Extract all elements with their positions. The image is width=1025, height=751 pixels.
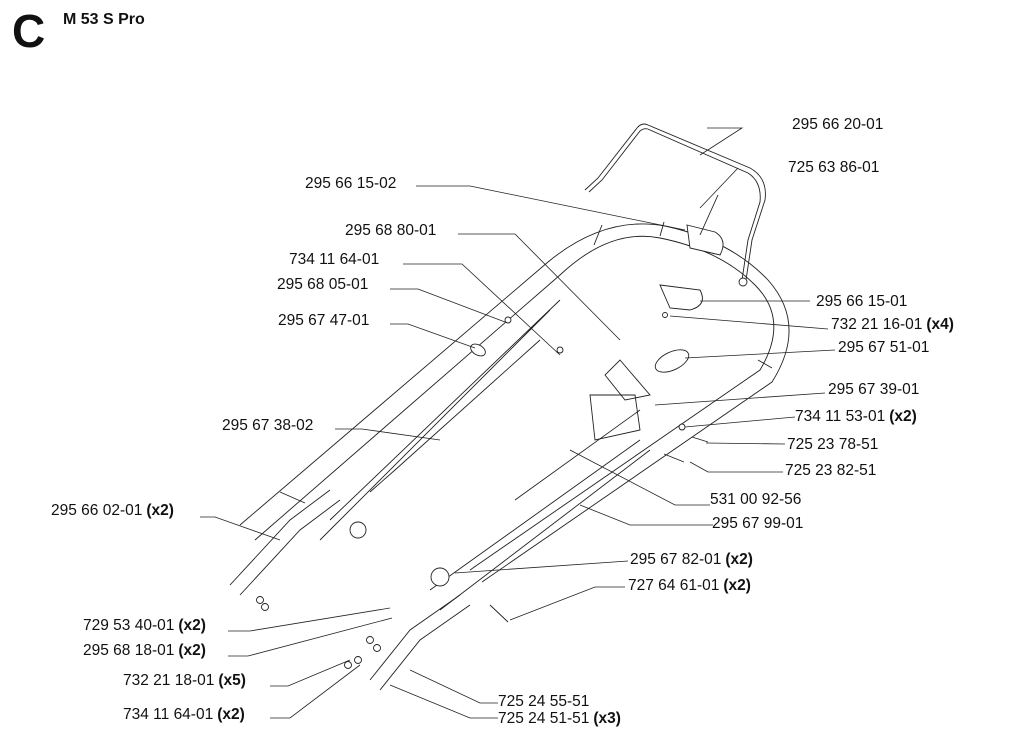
bolt-part xyxy=(279,491,306,504)
part-label: 295 67 38-02 xyxy=(222,417,314,434)
part-label: 295 67 51-01 xyxy=(838,339,930,356)
part-label: 725 24 51-51(x3) xyxy=(498,710,621,727)
part-label: 732 21 16-01(x4) xyxy=(831,316,954,333)
part-label: 734 11 64-01 xyxy=(289,251,380,268)
part-label: 531 00 92-56 xyxy=(710,491,802,508)
part-label: 295 67 39-01 xyxy=(828,381,920,398)
part-label: 734 11 53-01(x2) xyxy=(795,408,917,425)
part-label: 295 66 15-02 xyxy=(305,175,397,192)
part-label: 725 24 55-51 xyxy=(498,693,590,710)
part-label: 295 66 15-01 xyxy=(816,293,908,310)
clip-part xyxy=(470,343,486,357)
lower-tubes xyxy=(229,299,651,691)
cover-lower xyxy=(659,284,703,311)
part-label: 295 67 99-01 xyxy=(712,515,804,532)
part-label: 734 11 64-01(x2) xyxy=(123,706,245,723)
cover-upper xyxy=(686,224,724,256)
part-label: 727 64 61-01(x2) xyxy=(628,577,751,594)
part-label: 295 68 80-01 xyxy=(345,222,437,239)
section-letter: C xyxy=(12,5,46,57)
knob-part xyxy=(349,521,367,539)
part-label: 295 67 47-01 xyxy=(278,312,370,329)
part-label: 295 66 02-01(x2) xyxy=(51,502,174,519)
part-label: 295 68 05-01 xyxy=(277,276,369,293)
part-label: 295 67 82-01(x2) xyxy=(630,551,753,568)
model-title: M 53 S Pro xyxy=(63,11,145,28)
part-label: 295 68 18-01(x2) xyxy=(83,642,206,659)
control-part xyxy=(589,394,641,441)
cable-part xyxy=(369,339,641,501)
knob-part xyxy=(430,567,450,587)
bail-bar xyxy=(584,123,766,287)
lever-bracket xyxy=(604,359,651,401)
part-label: 729 53 40-01(x2) xyxy=(83,617,206,634)
part-label: 732 21 18-01(x5) xyxy=(123,672,246,689)
part-label: 725 23 78-51 xyxy=(787,436,879,453)
part-label: 295 66 20-01 xyxy=(792,116,884,133)
grip-part xyxy=(654,349,690,373)
part-label: 725 23 82-51 xyxy=(785,462,877,479)
screw-part xyxy=(699,194,719,236)
leader-lines xyxy=(200,127,836,719)
part-label: 725 63 86-01 xyxy=(788,159,880,176)
bolt-part xyxy=(489,604,509,623)
